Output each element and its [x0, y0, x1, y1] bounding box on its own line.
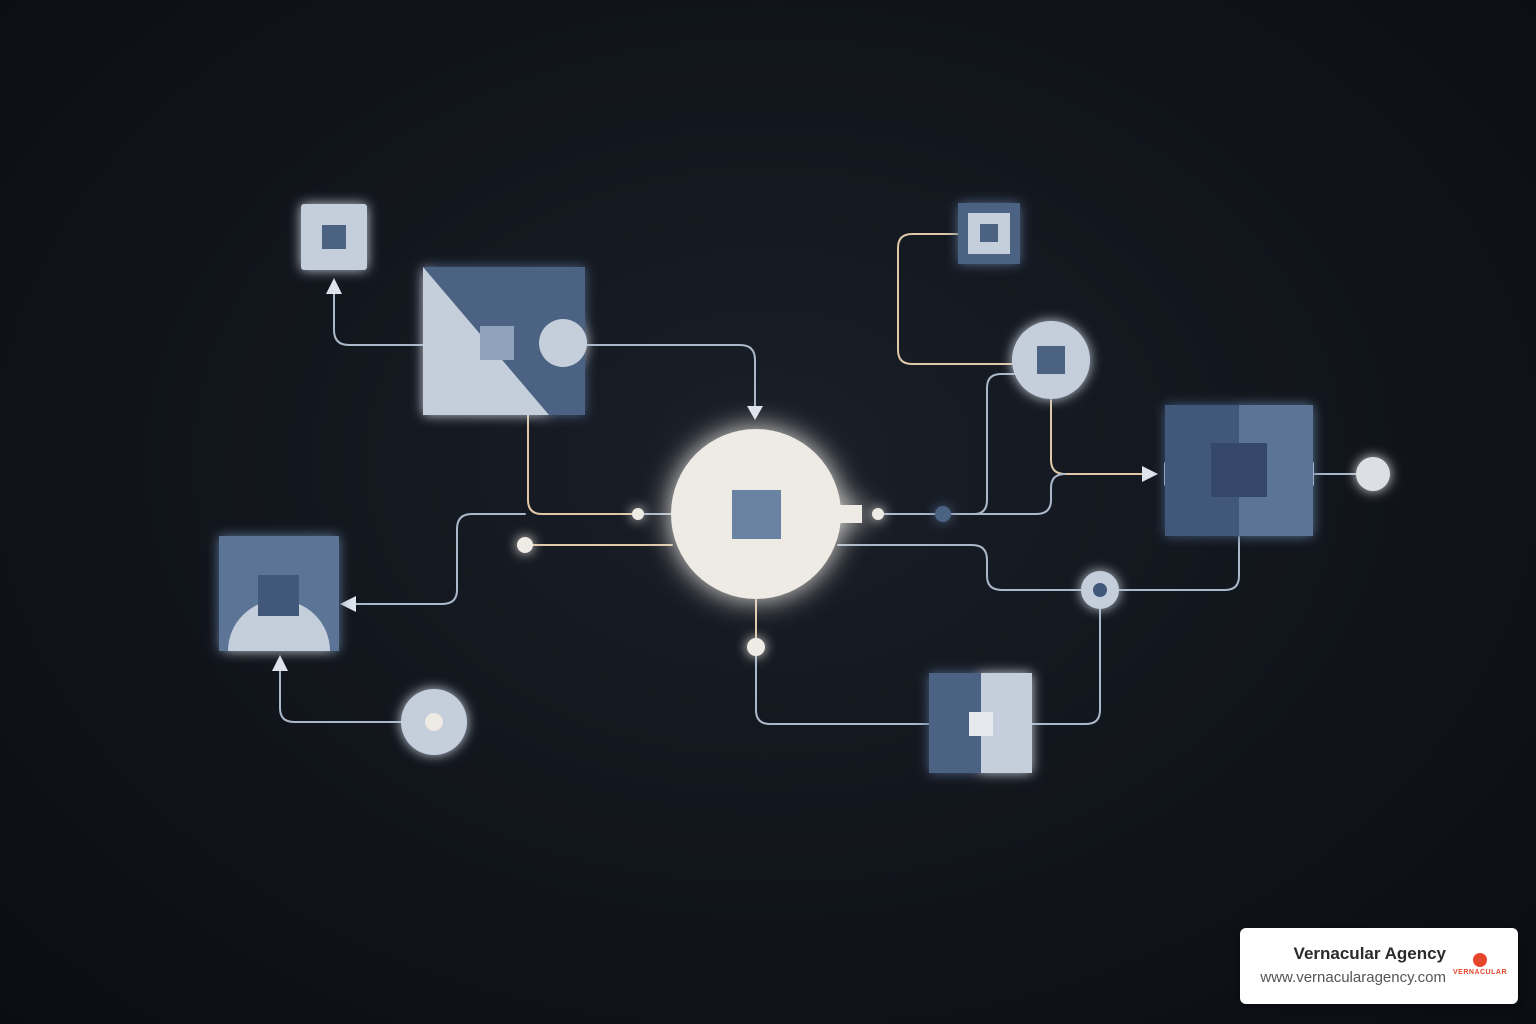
- node-square-small-topleft: [301, 204, 367, 270]
- connector-line: [1050, 399, 1146, 475]
- badge-agency-name: Vernacular Agency: [1293, 944, 1446, 963]
- junction-dot: [632, 508, 644, 520]
- junction-dot: [517, 537, 533, 553]
- watermark-badge: Vernacular Agency www.vernacularagency.c…: [1240, 928, 1518, 1004]
- junction-dot: [872, 508, 884, 520]
- connector-line: [755, 655, 931, 725]
- agency-logo: VERNACULAR: [1452, 952, 1508, 980]
- arrowhead-down: [747, 406, 763, 420]
- arrowhead-up: [326, 278, 342, 294]
- logo-mark-icon: [1473, 953, 1487, 967]
- node-ring-junction: [1081, 571, 1119, 609]
- node-large-split-square: [423, 267, 587, 415]
- node-large-square-right: [1165, 405, 1313, 536]
- node-dot-farright: [1356, 457, 1390, 491]
- node-split-square-bottom: [929, 673, 1032, 773]
- connector-line: [837, 544, 1083, 591]
- connector-line: [333, 289, 481, 346]
- connector-line: [897, 233, 1015, 365]
- node-square-halfcircle: [219, 536, 339, 651]
- node-square-small-topright: [958, 203, 1020, 264]
- connector-line: [527, 359, 639, 515]
- connector-line: [1031, 607, 1101, 725]
- connector-line: [585, 344, 756, 409]
- connector-line: [1117, 536, 1240, 591]
- logo-text: VERNACULAR: [1453, 969, 1507, 976]
- central-hub: [671, 429, 862, 599]
- node-circle-square: [1012, 321, 1090, 399]
- node-ring-bottomleft: [401, 689, 467, 755]
- connector-line: [279, 669, 403, 723]
- connector-lines: [279, 233, 1357, 725]
- arrowhead-up: [272, 655, 288, 671]
- connector-line: [351, 513, 526, 605]
- connector-line: [877, 373, 1015, 515]
- arrowhead-right: [1142, 466, 1158, 482]
- junction-dots: [517, 506, 951, 656]
- badge-agency-url: www.vernacularagency.com: [1260, 969, 1446, 986]
- junction-dot: [747, 638, 765, 656]
- arrowhead-left: [340, 596, 356, 612]
- junction-dot: [935, 506, 951, 522]
- connector-line: [943, 473, 1066, 515]
